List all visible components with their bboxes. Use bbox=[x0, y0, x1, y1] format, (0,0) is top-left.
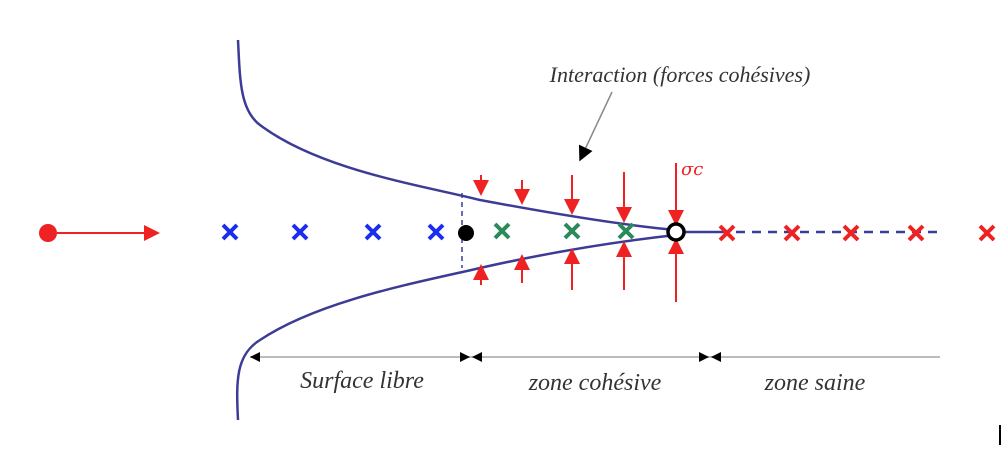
sound-node bbox=[718, 224, 736, 242]
interaction-pointer bbox=[578, 91, 613, 162]
zone-surface-libre: Surface libre bbox=[300, 368, 424, 394]
free-surface-node bbox=[427, 223, 445, 241]
sound-node bbox=[783, 224, 801, 242]
cohesive-node bbox=[493, 222, 511, 240]
dimension-arrowheads bbox=[250, 352, 721, 362]
free-surface-node bbox=[291, 223, 309, 241]
cohesive-node bbox=[563, 222, 581, 240]
free-surface-node bbox=[364, 223, 382, 241]
sound-node bbox=[842, 224, 860, 242]
interaction-label: Interaction (forces cohésives) bbox=[549, 62, 811, 87]
sound-node bbox=[907, 224, 925, 242]
sigma-c-label: σc bbox=[681, 159, 703, 180]
nodes bbox=[221, 222, 996, 242]
zone-saine: zone saine bbox=[764, 370, 866, 396]
zone-cohesive: zone cohésive bbox=[528, 370, 662, 396]
load-point bbox=[39, 224, 57, 242]
sound-node bbox=[978, 224, 996, 242]
cohesive-tip bbox=[666, 222, 686, 242]
cohesive-node bbox=[617, 222, 635, 240]
free-surface-node bbox=[221, 223, 239, 241]
lower-crack-face bbox=[235, 233, 677, 421]
upper-crack-face bbox=[236, 39, 677, 232]
text-cursor bbox=[999, 425, 1001, 445]
cohesive-forces bbox=[473, 163, 684, 302]
physical-crack-tip bbox=[458, 225, 474, 241]
